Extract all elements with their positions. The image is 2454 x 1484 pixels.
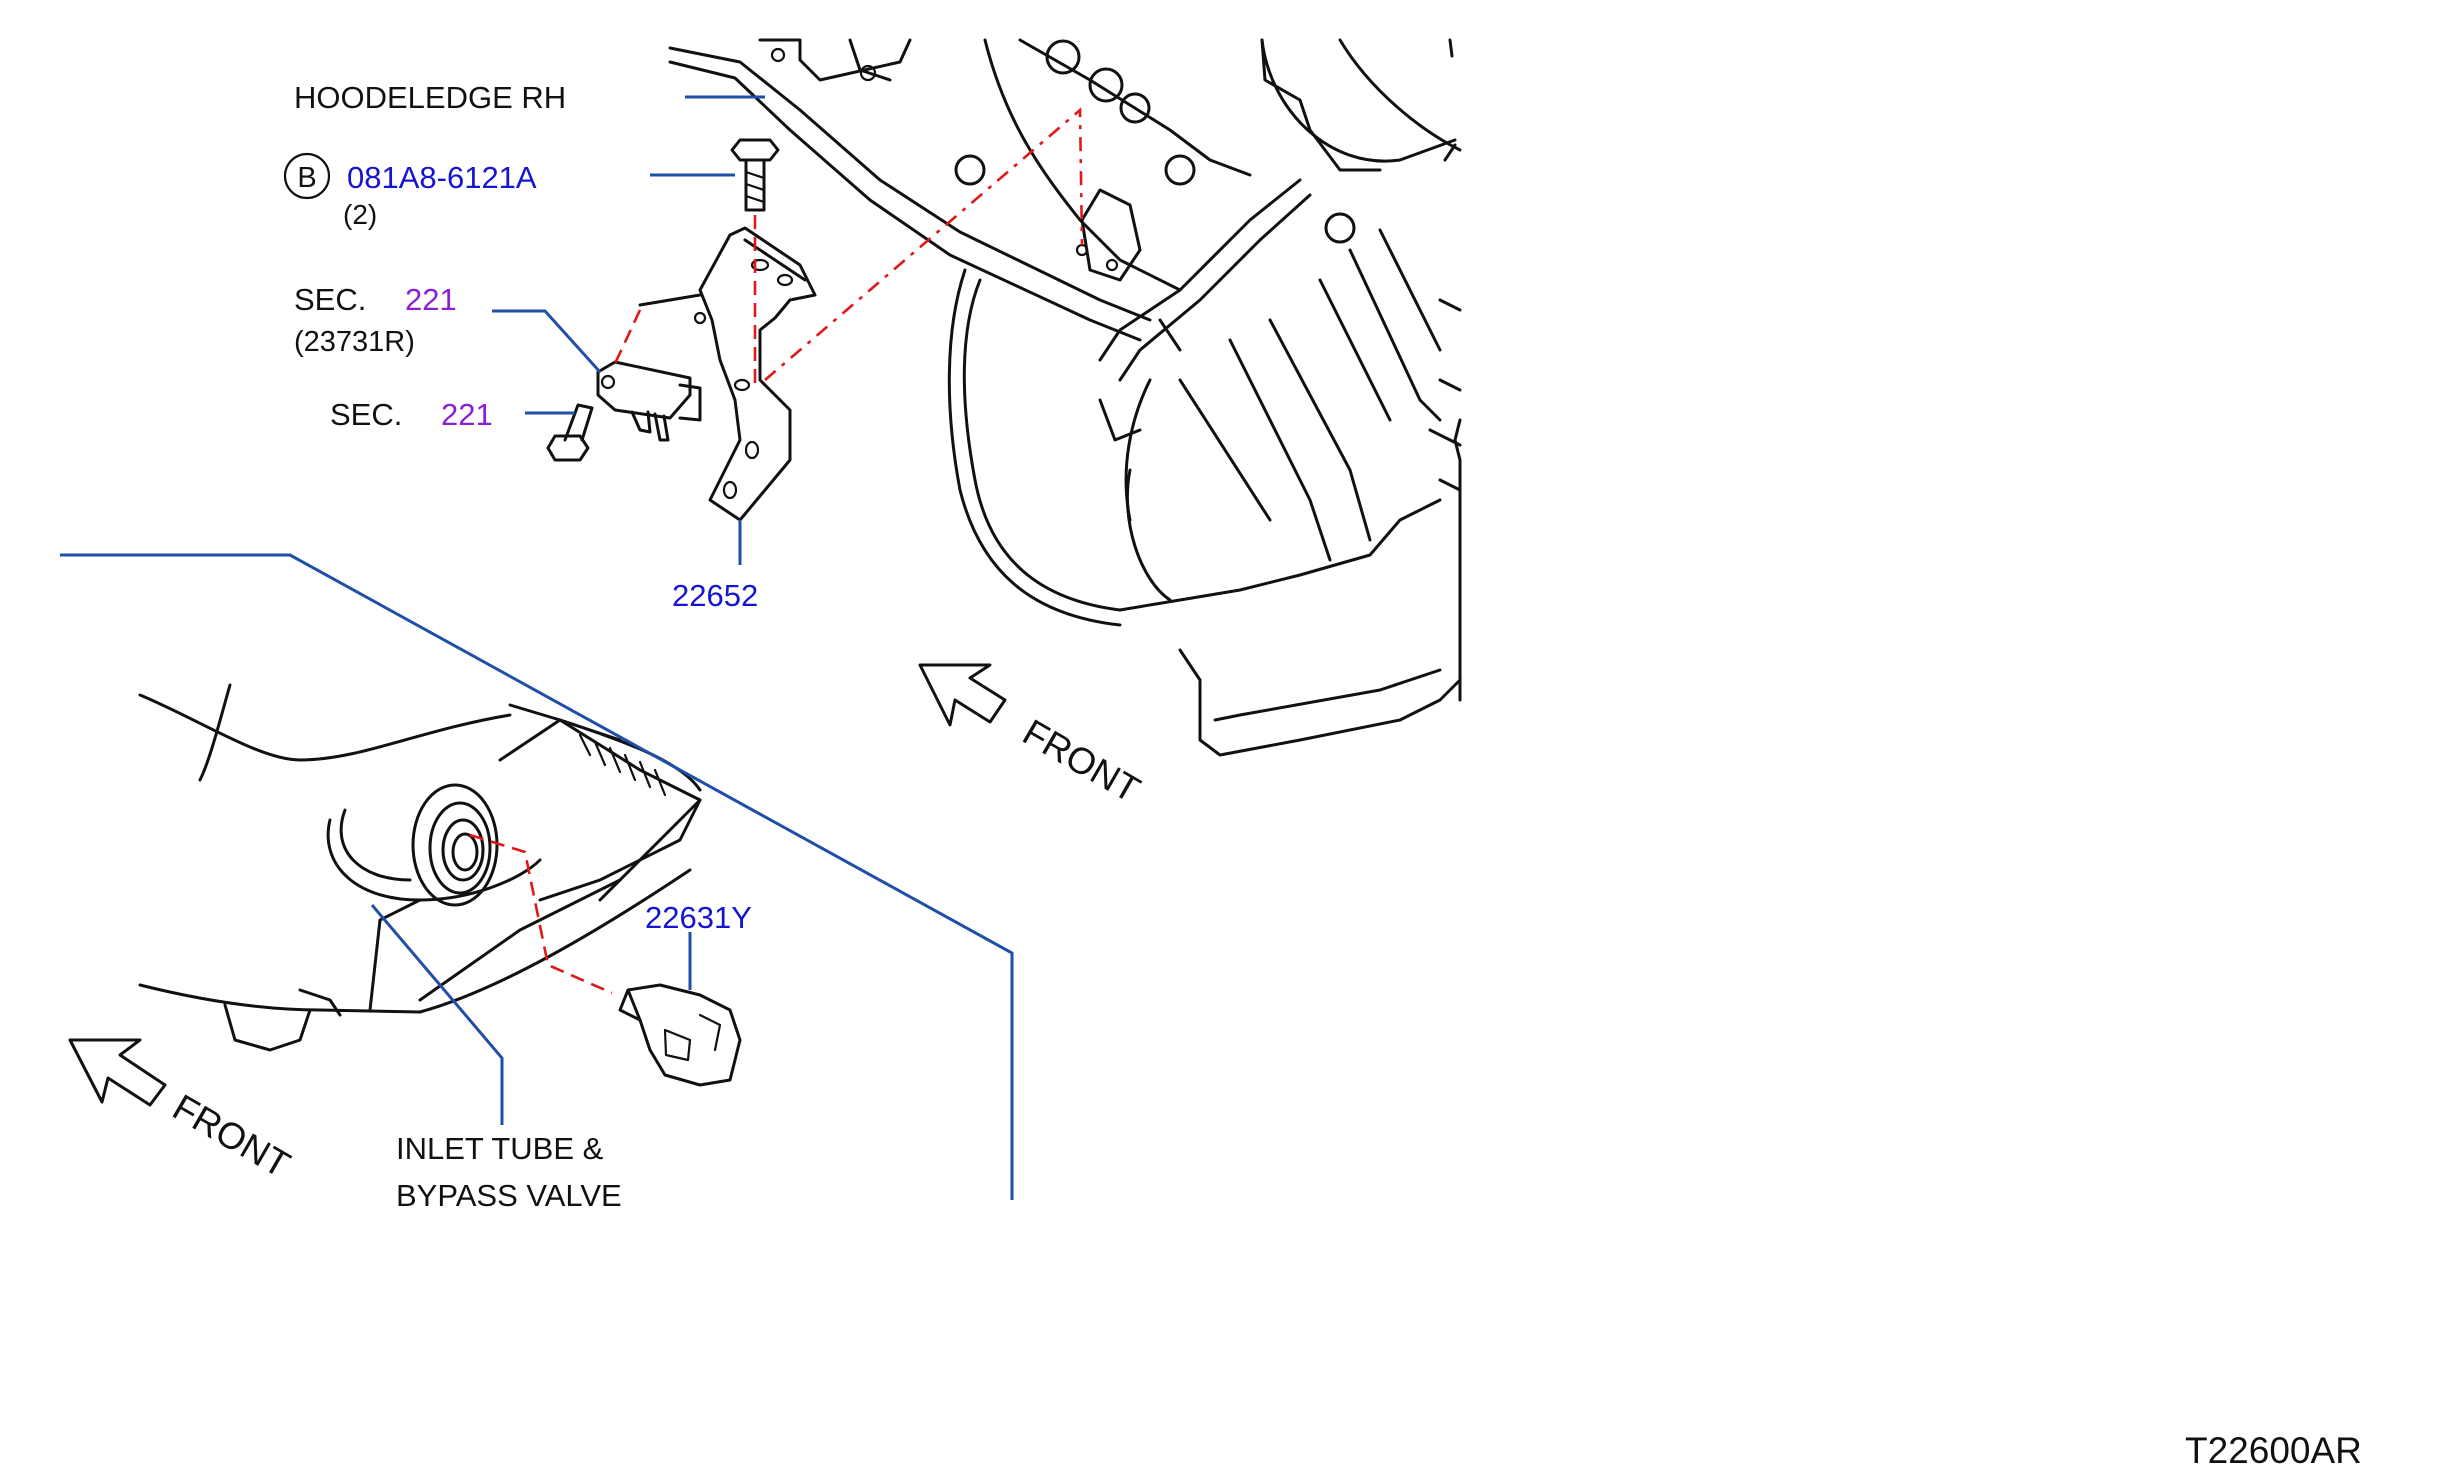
leader-lines — [60, 95, 1014, 1200]
inlet-tube-label-line2: BYPASS VALVE — [396, 1178, 622, 1213]
front-label-top: FRONT — [1016, 711, 1147, 810]
sec-prefix-1: SEC. — [294, 282, 366, 317]
sensor-bracket-drawing — [546, 138, 817, 522]
sec-ref-2[interactable]: 221 — [441, 397, 493, 432]
ref-b-letter: B — [297, 162, 316, 194]
inlet-tube-drawing — [138, 683, 742, 1087]
front-arrow-top-icon — [918, 663, 1007, 727]
dashed-link-lines — [469, 107, 1084, 995]
front-label-bottom: FRONT — [166, 1086, 297, 1185]
sec-prefix-2: SEC. — [330, 397, 402, 432]
bolt-part-number[interactable]: 081A8-6121A — [347, 160, 537, 195]
sec-ref-1[interactable]: 221 — [405, 282, 457, 317]
ref-b-circle — [283, 152, 331, 200]
figure-code: T22600AR — [2185, 1430, 2362, 1471]
bolt-quantity: (2) — [343, 199, 377, 230]
hoodledge-label: HOODELEDGE RH — [294, 80, 566, 115]
sec-sub-ref-1: (23731R) — [294, 326, 415, 358]
inlet-tube-label-line1: INLET TUBE & — [396, 1131, 604, 1166]
front-arrow-bottom-icon — [68, 1038, 167, 1107]
body-structure-drawing — [668, 38, 1462, 757]
sensor-part-number[interactable]: 22631Y — [645, 900, 752, 935]
bracket-part-number[interactable]: 22652 — [672, 578, 758, 613]
